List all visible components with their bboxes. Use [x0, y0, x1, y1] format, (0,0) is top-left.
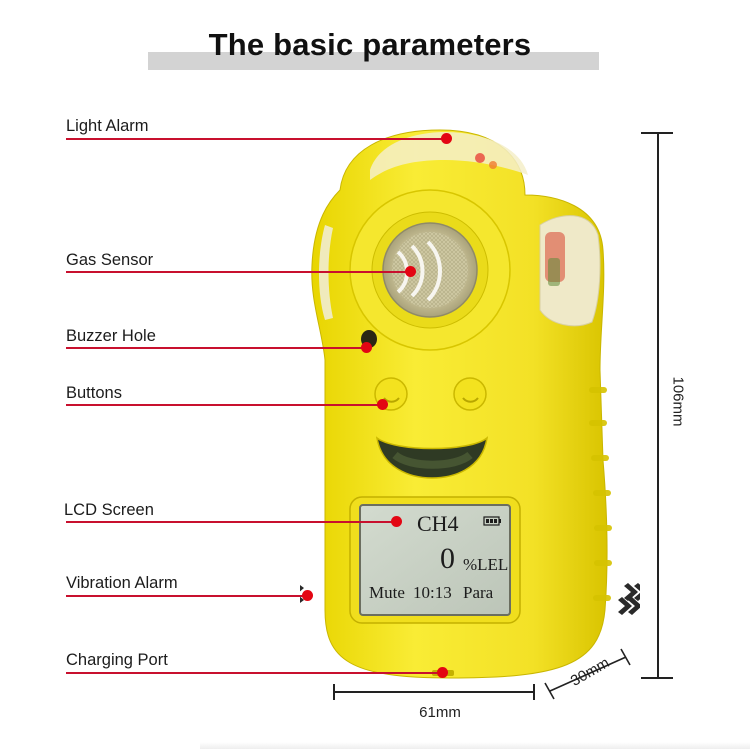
callout-buzzer-hole: Buzzer Hole [66, 327, 156, 345]
pointer-dot-lcd-screen [391, 516, 402, 527]
callout-light-alarm: Light Alarm [66, 117, 149, 135]
pointer-dot-vibration-alarm [302, 590, 313, 601]
callout-lcd-screen: LCD Screen [64, 501, 154, 519]
lcd-screen [359, 504, 511, 616]
lcd-gas-type: CH4 [417, 511, 459, 536]
page-title: The basic parameters [208, 27, 532, 62]
callout-gas-sensor: Gas Sensor [66, 251, 154, 269]
depth-dimension-line [544, 648, 631, 700]
side-grip-ridges [589, 387, 612, 601]
battery-icon [483, 516, 501, 526]
width-dimension-label: 61mm [419, 704, 461, 721]
lcd-reading: 0 [440, 542, 455, 575]
pointer-dot-gas-sensor [405, 266, 416, 277]
pointer-dot-charging-port [437, 667, 448, 678]
leader-charging-port [66, 672, 442, 674]
vibration-right-icon [618, 583, 640, 615]
leader-lcd-screen [66, 521, 396, 523]
height-dimension-line [657, 133, 659, 678]
callout-charging-port: Charging Port [66, 651, 168, 669]
height-dimension-top-cap [641, 132, 673, 134]
height-dimension-bottom-cap [641, 677, 673, 679]
width-dimension-line [334, 691, 534, 693]
leader-gas-sensor [66, 271, 410, 273]
callout-buttons: Buttons [66, 384, 122, 402]
lcd-left-softkey: Mute [369, 583, 405, 602]
pointer-dot-light-alarm [441, 133, 452, 144]
right-button [453, 377, 487, 411]
pointer-dot-buttons [377, 399, 388, 410]
width-dimension-right-cap [533, 684, 535, 700]
leader-buttons [66, 404, 384, 406]
smile-led-window [375, 436, 489, 479]
lcd-right-softkey: Para [463, 583, 494, 602]
callout-vibration-alarm: Vibration Alarm [66, 574, 178, 592]
light-alarm-lens [370, 132, 528, 180]
height-dimension-label: 106mm [669, 376, 687, 427]
vibration-left-icon [300, 585, 304, 603]
title-underline-bar [148, 52, 599, 70]
gas-detector-device [300, 129, 640, 679]
width-dimension-left-cap [333, 684, 335, 700]
floor-shadow [200, 742, 750, 749]
lcd-unit: %LEL [463, 555, 509, 574]
leader-buzzer-hole [66, 347, 366, 349]
leader-light-alarm [66, 138, 446, 140]
leader-vibration-alarm [66, 595, 306, 597]
pointer-dot-buzzer-hole [361, 342, 372, 353]
lcd-clock: 10:13 [413, 583, 452, 602]
